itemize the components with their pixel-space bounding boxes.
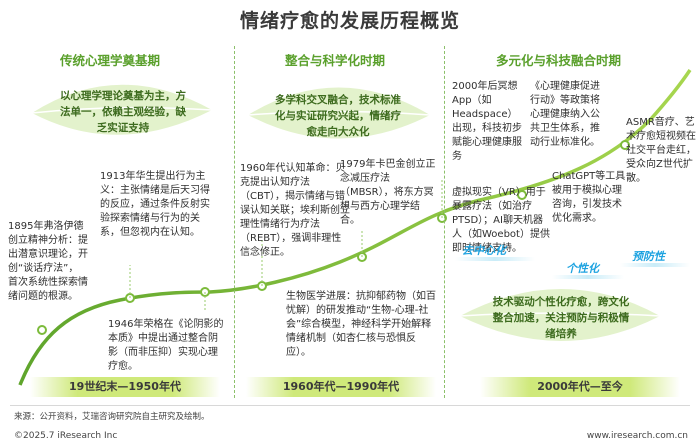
marker-2000s-b <box>517 190 527 200</box>
event-vr-ai: 虚拟现实（VR）用于暴露疗法（如治疗PTSD）；AI聊天机器人（如Woebot）… <box>452 187 550 254</box>
growth-curve <box>18 69 692 386</box>
marker-1895 <box>37 325 47 335</box>
event-chatgpt: ChatGPT等工具被用于模拟心理咨询，引发技术优化需求。 <box>552 171 626 224</box>
phase-title-1: 传统心理学奠基期 <box>60 53 161 68</box>
phase-title-2: 整合与科学化时期 <box>285 53 386 68</box>
tag-personalization-bar <box>552 275 624 279</box>
event-policy: 《心理健康促进行动》等政策将心理健康纳入公共卫生体系，推动行业标准化。 <box>530 81 600 148</box>
event-2000: 2000年后冥想App（如Headspace）出现，科技初步赋能心理健康服务 <box>452 81 522 162</box>
event-1960s: 1960年代认知革命：贝克提出认知疗法（CBT），揭示情绪与错误认知关联；埃利斯… <box>240 163 350 258</box>
event-1895: 1895年弗洛伊德创立精神分析：提出潜意识理论，开创“谈话疗法”，首次系统性探索… <box>8 221 88 302</box>
phase-divider-1 <box>234 46 235 398</box>
phase-title-3: 多元化与科技融合时期 <box>496 53 622 68</box>
tag-preventive-bar <box>620 263 690 267</box>
website[interactable]: www.iresearch.com.cn <box>586 431 688 441</box>
event-asmr: ASMR音疗、艺术疗愈短视频在社交平台走红，受众向Z世代扩散。 <box>626 117 696 184</box>
phase-summary-2: 多学科交叉融合，技术标准化与实证研究兴起，情绪疗愈走向大众化 <box>275 94 401 138</box>
event-1913: 1913年华生提出行为主义：主张情绪是后天习得的反应，通过条件反射实验探索情绪与… <box>100 171 210 238</box>
era-label-3: 2000年代—至今 <box>480 377 680 397</box>
marker-2020s <box>620 140 630 150</box>
era-label-1: 19世纪末—1950年代 <box>30 377 220 397</box>
event-biomedical: 生物医学进展：抗抑郁药物（如百忧解）的研发推动“生物-心理-社会”综合模型，神经… <box>286 291 436 358</box>
leaf-shape-1 <box>32 84 212 135</box>
event-1946: 1946年荣格在《论阴影的本质》中提出通过整合阴影（而非压抑）实现心理疗愈。 <box>108 319 224 372</box>
footer-divider <box>10 405 690 406</box>
tag-decentralization: 去中心化 <box>462 244 506 257</box>
era-label-2: 1960年代—1990年代 <box>246 377 436 397</box>
source-note: 来源：公开资料，艾瑞咨询研究院自主研究及绘制。 <box>14 412 210 422</box>
tag-personalization: 个性化 <box>566 262 599 275</box>
leaf-shape-2 <box>248 87 430 139</box>
phase-summary-3: 技术驱动个性化疗愈，跨文化整合加速，关注预防与积极情绪培养 <box>492 296 630 340</box>
copyright: ©2025.7 iResearch Inc <box>14 431 118 441</box>
tag-preventive: 预防性 <box>632 250 665 263</box>
page-title: 情绪疗愈的发展历程概览 <box>239 10 460 32</box>
phase-summary-1: 以心理学理论奠基为主，方法单一，依赖主观经验，缺乏实证支持 <box>60 90 186 134</box>
phase-divider-2 <box>444 46 445 398</box>
event-1979: 1979年卡巴金创立正念减压疗法（MBSR），将东方冥想与西方心理学结合。 <box>340 159 436 226</box>
tag-decentralization-bar <box>455 257 535 261</box>
leaf-shape-3 <box>460 289 660 341</box>
